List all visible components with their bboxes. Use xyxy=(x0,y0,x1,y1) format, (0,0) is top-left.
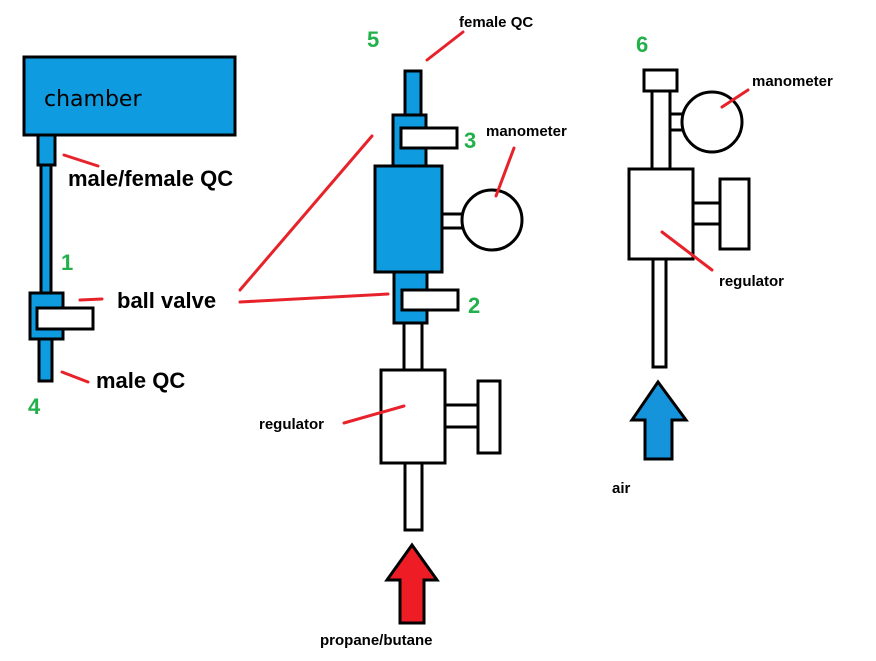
left-ball-valve-handle xyxy=(35,306,95,331)
leader-ball-valve-valve2 xyxy=(238,292,390,304)
leader-manometer-2 xyxy=(720,88,750,109)
ball-valve-label: ball valve xyxy=(117,288,216,313)
chamber-box xyxy=(22,55,237,137)
manometer-2-label: manometer xyxy=(752,73,833,90)
number-2: 2 xyxy=(468,293,480,318)
right-inlet-tube xyxy=(651,257,668,369)
right-regulator-knob xyxy=(718,177,751,251)
manometer-2-gauge xyxy=(680,90,744,154)
middle-tube xyxy=(402,321,424,372)
middle-inlet-tube xyxy=(403,461,424,532)
leader-male-qc xyxy=(60,370,90,384)
valve-3-handle xyxy=(399,126,459,150)
valve-2-body xyxy=(392,270,429,325)
number-6: 6 xyxy=(636,32,648,57)
manometer-1-label: manometer xyxy=(486,123,567,140)
middle-regulator-white xyxy=(379,368,447,465)
valve-2-handle xyxy=(400,288,460,312)
right-cap xyxy=(642,68,679,93)
regulator-2-label: regulator xyxy=(719,273,784,290)
number-4: 4 xyxy=(28,394,41,419)
male-female-qc-label: male/female QC xyxy=(68,166,233,191)
middle-regulator-blue xyxy=(373,164,444,274)
middle-regulator-knob-stem xyxy=(443,403,480,429)
number-5: 5 xyxy=(367,27,379,52)
right-upper-tube xyxy=(650,89,672,171)
middle-assembly xyxy=(373,69,524,532)
middle-female-qc xyxy=(403,69,423,117)
chamber-qc-fitting xyxy=(36,133,57,167)
right-regulator-knob-stem xyxy=(691,201,722,226)
male-qc-label: male QC xyxy=(96,368,185,393)
leader-ball-valve-left xyxy=(78,297,104,302)
component-numbers: 1 2 3 4 5 6 xyxy=(28,27,648,419)
middle-regulator-knob xyxy=(476,379,502,455)
leader-female-qc xyxy=(425,30,465,62)
red-inlet-arrow xyxy=(384,542,440,625)
left-male-qc xyxy=(37,337,54,383)
leader-manometer-1 xyxy=(494,146,516,198)
leader-regulator-2 xyxy=(660,230,714,272)
number-1: 1 xyxy=(61,250,73,275)
leader-ball-valve-valve3 xyxy=(238,134,374,292)
propane-butane-label: propane/butane xyxy=(320,632,433,649)
right-regulator-body xyxy=(627,167,695,261)
left-assembly xyxy=(22,55,237,383)
manometer-1-gauge xyxy=(460,188,524,252)
leader-lines xyxy=(60,30,750,425)
female-qc-label: female QC xyxy=(459,14,533,31)
regulator-1-label: regulator xyxy=(259,416,324,433)
leader-male-female-qc xyxy=(62,153,100,168)
blue-inlet-arrow xyxy=(629,379,689,461)
chamber-label: chamber xyxy=(44,87,142,112)
air-label: air xyxy=(612,480,631,497)
number-3: 3 xyxy=(464,128,476,153)
leader-regulator-1 xyxy=(342,404,406,425)
left-tube-upper xyxy=(39,163,53,295)
right-assembly xyxy=(627,68,751,369)
